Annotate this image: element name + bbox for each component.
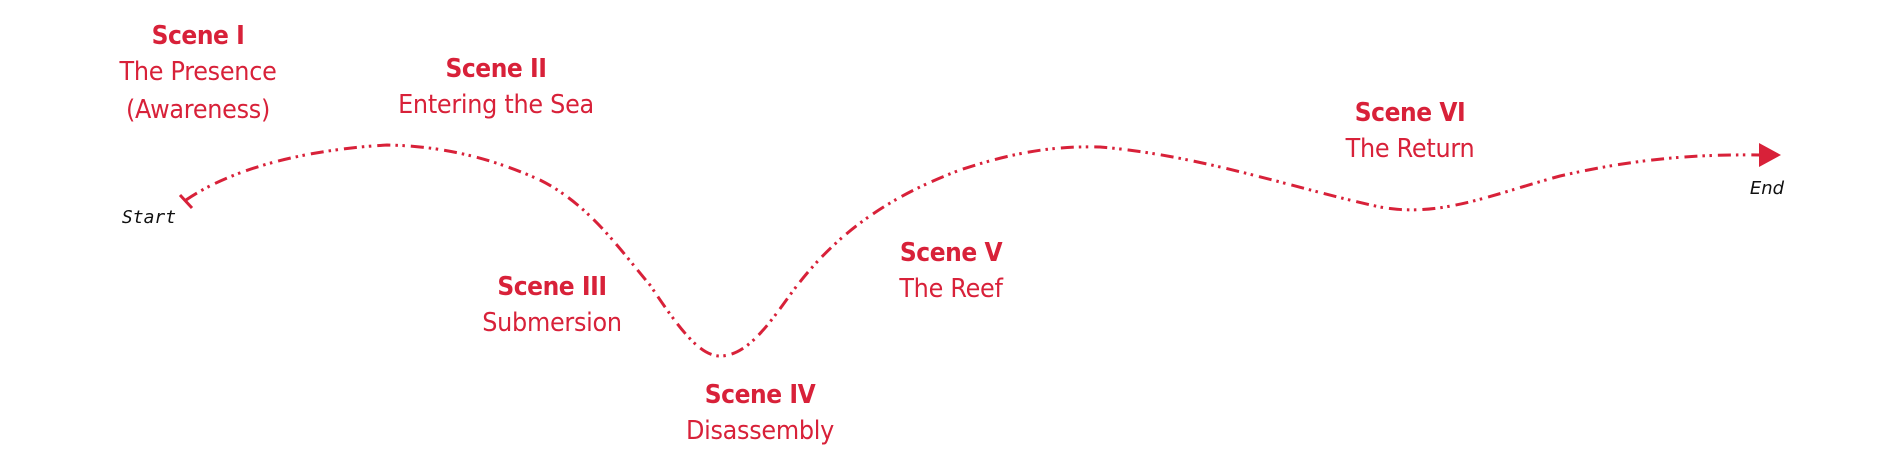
scene-5-name: The Reef bbox=[899, 274, 1003, 304]
scene-4-number: Scene IV bbox=[704, 380, 816, 410]
scene-1-name-line-1: The Presence bbox=[119, 57, 277, 87]
end-arrow-icon bbox=[1759, 143, 1781, 167]
journey-path bbox=[185, 143, 1761, 358]
scene-2-name: Entering the Sea bbox=[398, 90, 594, 120]
scene-3-name: Submersion bbox=[482, 308, 622, 338]
scene-5-number: Scene V bbox=[899, 238, 1003, 268]
scene-3: Scene III Submersion bbox=[476, 271, 628, 343]
scene-2: Scene II Entering the Sea bbox=[390, 53, 603, 125]
scene-4: Scene IV Disassembly bbox=[680, 379, 841, 451]
scene-1-number: Scene I bbox=[151, 21, 245, 51]
scene-6-name: The Return bbox=[1345, 134, 1475, 164]
scene-6: Scene VI The Return bbox=[1340, 97, 1480, 169]
scene-4-name: Disassembly bbox=[685, 416, 835, 446]
scene-5: Scene V The Reef bbox=[894, 237, 1008, 309]
scene-3-number: Scene III bbox=[497, 272, 607, 302]
start-label: Start bbox=[121, 207, 177, 228]
scene-1: Scene I The Presence (Awareness) bbox=[113, 20, 284, 130]
scene-2-number: Scene II bbox=[445, 54, 547, 84]
scene-1-name-line-2: (Awareness) bbox=[125, 95, 271, 125]
scene-6-number: Scene VI bbox=[1354, 98, 1466, 128]
start-cap-icon bbox=[178, 193, 194, 210]
end-label: End bbox=[1749, 178, 1785, 199]
